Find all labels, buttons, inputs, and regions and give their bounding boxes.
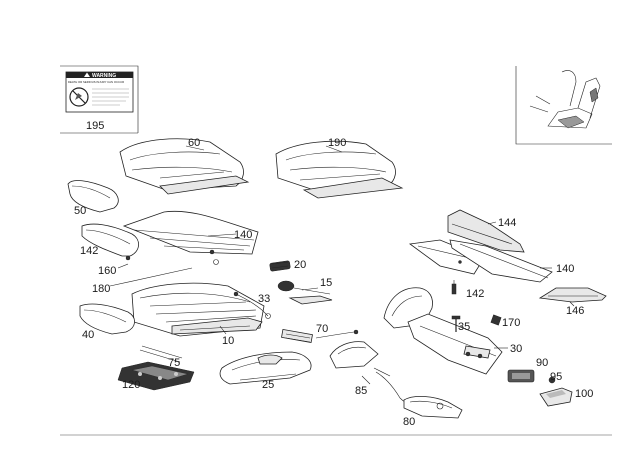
part-40-bolster-lower: 40	[79, 303, 135, 341]
callout-95: 95	[550, 371, 562, 383]
callout-40: 40	[82, 329, 94, 341]
callout-140-b: 140	[556, 263, 574, 275]
callout-15: 15	[320, 277, 332, 289]
part-75-rod: 75	[139, 345, 183, 369]
callout-85: 85	[355, 385, 367, 397]
callout-90: 90	[536, 357, 548, 369]
part-15-sensor: 15	[277, 277, 332, 305]
warning-label-header-bar	[66, 72, 133, 78]
callout-170: 170	[502, 317, 520, 329]
callout-25: 25	[262, 379, 274, 391]
callout-142-a: 142	[80, 245, 98, 257]
warning-triangle-icon	[84, 72, 90, 77]
part-142-cover-left: 142	[80, 223, 139, 261]
part-170-clip: 170	[490, 314, 520, 329]
leader-160-180: 160 180	[92, 263, 193, 295]
part-70-harness: 70	[281, 323, 359, 344]
part-35-screw: 35	[451, 315, 470, 333]
seat-highlight	[557, 115, 585, 129]
part-144-panel: 144	[447, 209, 525, 253]
part-95-screw: 95	[548, 371, 562, 384]
callout-50: 50	[74, 205, 86, 217]
callout-75: 75	[168, 357, 180, 369]
callout-180: 180	[92, 283, 110, 295]
callout-35: 35	[458, 321, 470, 333]
callout-160: 160	[98, 265, 116, 277]
warning-label-line: DEATH OR SERIOUS INJURY CAN OCCUR	[68, 80, 124, 84]
part-33-cable: 33	[233, 291, 271, 319]
seat-locator-inset	[515, 66, 612, 145]
part-60-cushion-cover: 60	[119, 137, 250, 195]
part-50-bolster: 50	[67, 180, 119, 217]
part-190-cushion-foam: 190	[275, 137, 404, 199]
callout-60: 60	[188, 137, 200, 149]
part-10-seat-frame: 10	[131, 282, 265, 347]
callout-120: 120	[122, 379, 140, 391]
callout-144: 144	[498, 217, 516, 229]
callout-80: 80	[403, 416, 415, 428]
callout-30: 30	[510, 343, 522, 355]
part-142-clip-right: 142	[451, 280, 484, 300]
warning-label-header: WARNING	[92, 73, 116, 79]
seat-silhouette	[547, 107, 593, 129]
callout-142-b: 142	[466, 288, 484, 300]
part-146-trim: 146	[538, 287, 607, 317]
part-140-panel-right: 140	[408, 239, 574, 283]
callout-190: 190	[328, 137, 346, 149]
part-30-pan-assembly: 30	[383, 287, 522, 375]
part-20-connector: 20	[269, 259, 306, 272]
part-80-motor: 80	[375, 371, 463, 428]
callout-146: 146	[566, 305, 584, 317]
part-85-bracket: 85	[329, 341, 391, 397]
callout-70: 70	[316, 323, 328, 335]
callout-100: 100	[575, 388, 593, 400]
callout-195: 195	[86, 120, 104, 132]
part-140-pan-cover-left: 140	[122, 210, 259, 265]
part-25-trim-panel: 25	[219, 351, 312, 391]
part-120-board: 120	[117, 361, 195, 391]
warning-label-inset: WARNING DEATH OR SERIOUS INJURY CAN OCCU…	[60, 65, 139, 134]
callout-33: 33	[258, 293, 270, 305]
callout-10: 10	[222, 335, 234, 347]
callout-20: 20	[294, 259, 306, 271]
callout-140-a: 140	[234, 229, 252, 241]
part-100-cover: 100	[539, 387, 593, 407]
part-90-switch: 90	[507, 357, 548, 383]
